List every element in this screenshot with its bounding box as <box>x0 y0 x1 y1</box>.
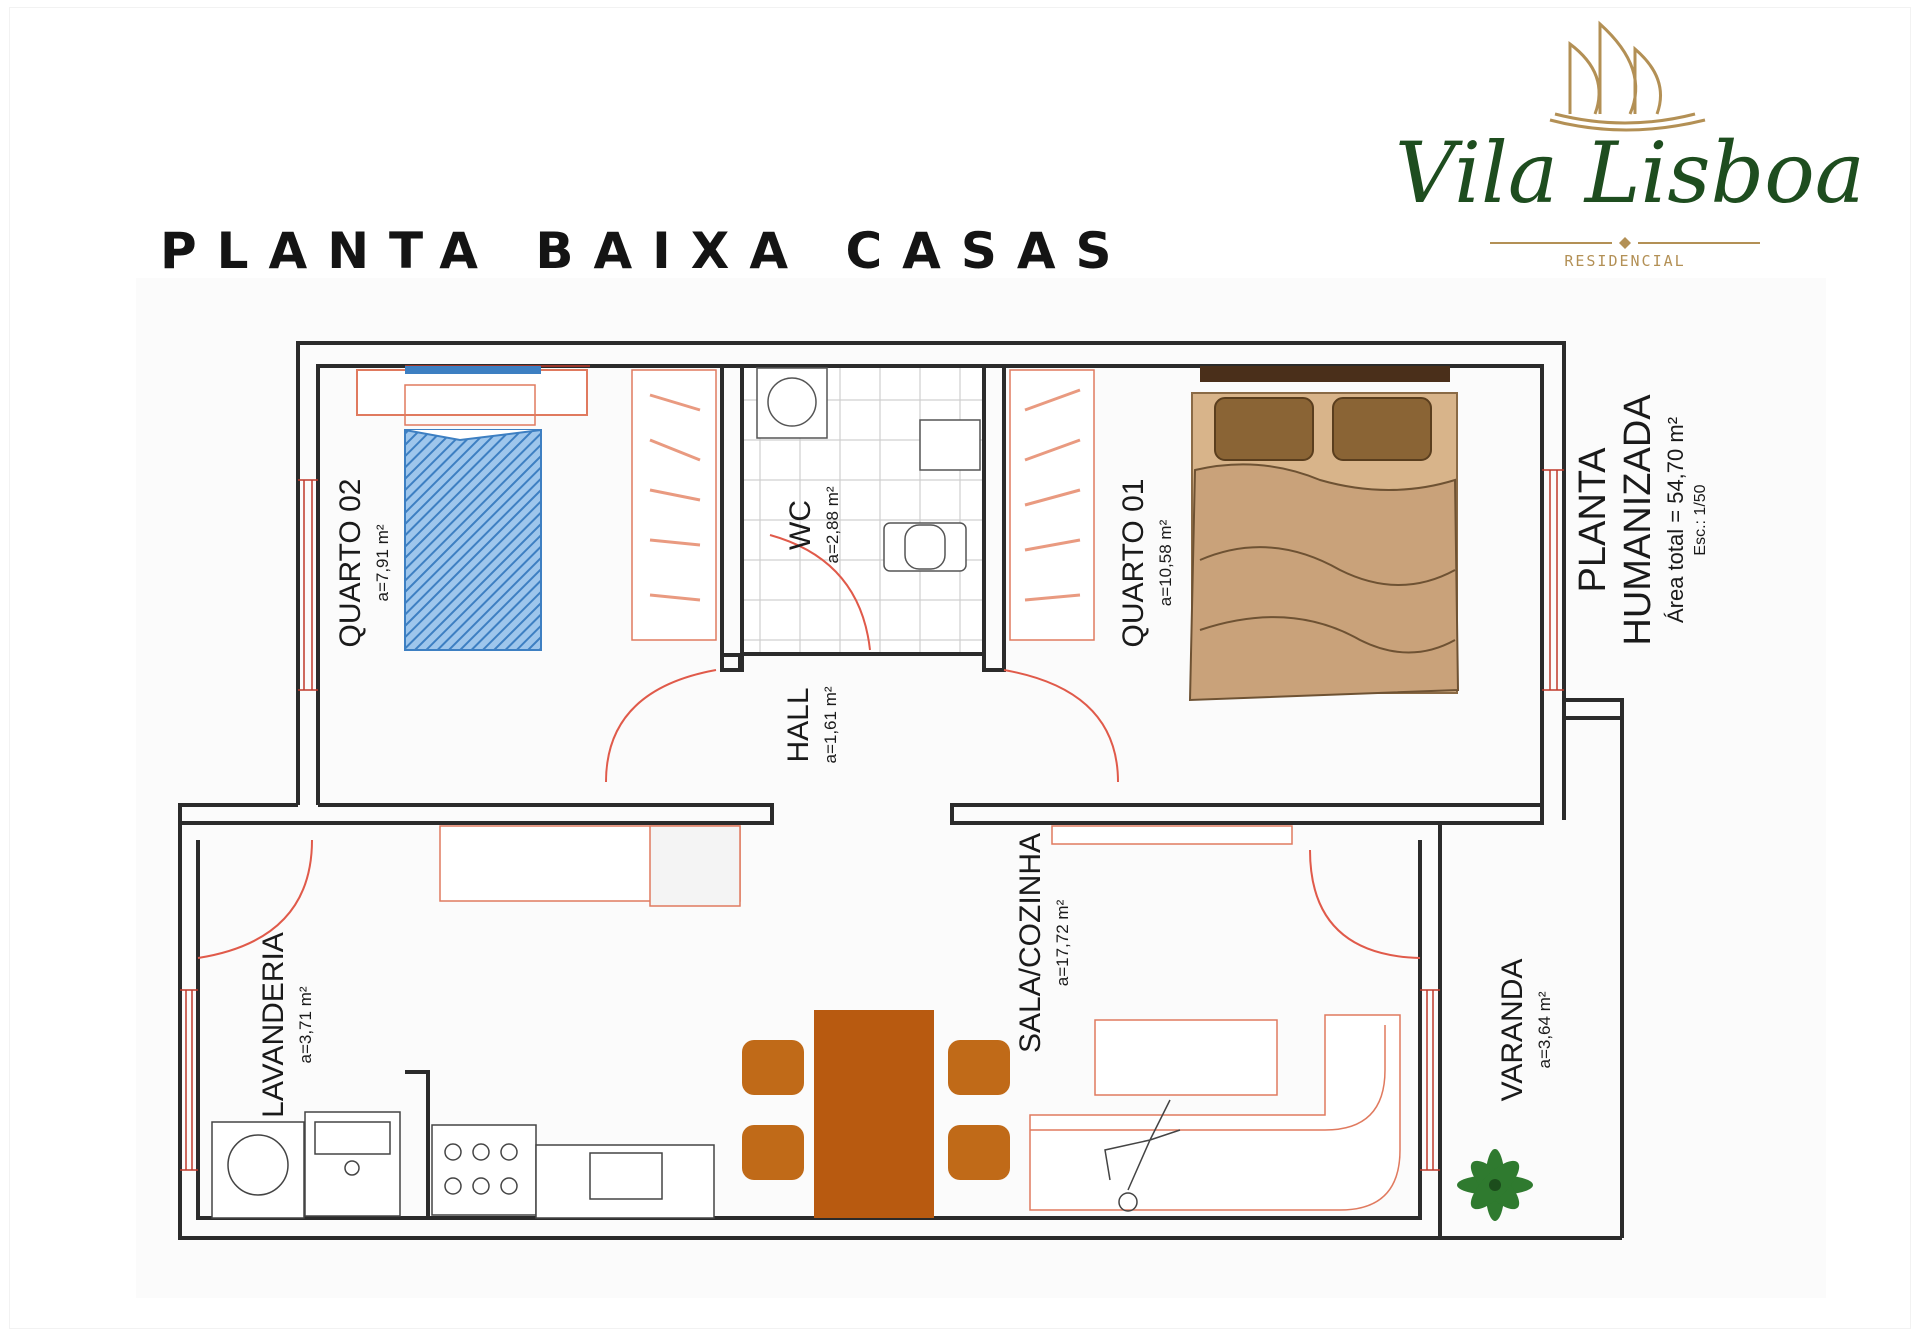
side-label: PLANTA HUMANIZADA Área total = 54,70 m² … <box>1572 394 1709 646</box>
logo-divider <box>1490 237 1760 249</box>
room-area: a=10,58 m² <box>1156 519 1175 606</box>
bed-quarto-01 <box>1188 366 1460 702</box>
vila-lisboa-logo: Vila Lisboa RESIDENCIAL <box>1395 14 1865 270</box>
dining-table <box>742 1010 1010 1218</box>
room-name: WC <box>784 500 817 550</box>
room-name: VARANDA <box>1496 959 1529 1102</box>
side-label-line1: PLANTA <box>1572 447 1614 593</box>
room-name: QUARTO 01 <box>1117 479 1150 648</box>
room-area: a=1,61 m² <box>821 686 840 763</box>
walls <box>178 341 1624 1240</box>
bed-quarto-02 <box>356 366 588 651</box>
counter-bench <box>439 825 1293 907</box>
wc-fixtures <box>756 367 981 572</box>
side-label-scale: Esc.: 1/50 <box>1692 484 1709 555</box>
page-title: PLANTA BAIXA CASAS <box>160 222 1132 280</box>
wardrobe-left <box>631 369 717 641</box>
room-name: SALA/COZINHA <box>1014 833 1047 1053</box>
room-name: LAVANDERIA <box>257 932 290 1118</box>
logo-name: Vila Lisboa <box>1395 124 1865 222</box>
room-name: HALL <box>782 687 815 762</box>
room-lavanderia: LAVANDERIA a=3,71 m² <box>257 932 315 1118</box>
ship-logo-icon <box>1549 20 1706 132</box>
logo-subtitle: RESIDENCIAL <box>1564 252 1686 270</box>
room-quarto-01: QUARTO 01 a=10,58 m² <box>1117 479 1175 648</box>
kitchen-counter <box>431 1124 715 1219</box>
room-area: a=17,72 m² <box>1053 899 1072 986</box>
room-wc: WC a=2,88 m² <box>784 486 842 563</box>
door-swings <box>197 534 1421 959</box>
room-area: a=3,64 m² <box>1535 991 1554 1068</box>
wardrobe-right <box>1009 369 1095 641</box>
room-hall: HALL a=1,61 m² <box>782 686 840 763</box>
room-area: a=7,91 m² <box>373 524 392 601</box>
room-sala-cozinha: SALA/COZINHA a=17,72 m² <box>1014 833 1072 1053</box>
room-varanda: VARANDA a=3,64 m² <box>1496 959 1554 1102</box>
side-label-line2: HUMANIZADA <box>1617 394 1659 646</box>
person-figure-icon <box>1104 1099 1181 1212</box>
laundry-fixtures <box>211 1111 401 1219</box>
room-name: QUARTO 02 <box>334 479 367 648</box>
side-label-area: Área total = 54,70 m² <box>1663 417 1688 623</box>
sofa <box>1029 1014 1401 1211</box>
plant-icon <box>1457 1149 1533 1221</box>
room-area: a=2,88 m² <box>823 486 842 563</box>
room-area: a=3,71 m² <box>296 986 315 1063</box>
room-quarto-02: QUARTO 02 a=7,91 m² <box>334 479 392 648</box>
